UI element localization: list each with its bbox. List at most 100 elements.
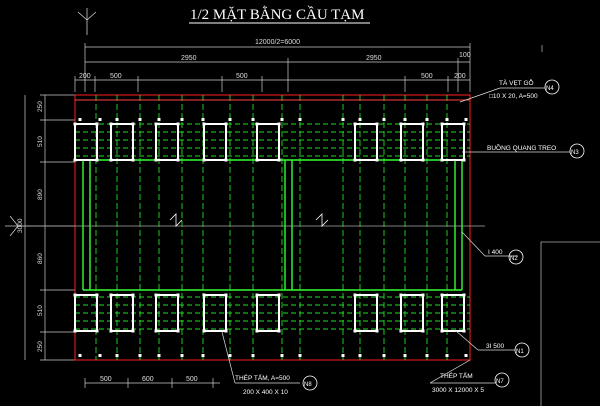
dim-span-left: 2950 bbox=[181, 55, 197, 62]
pile-cap-corner bbox=[375, 293, 379, 297]
pile-cap bbox=[110, 123, 134, 161]
pile-cap-corner bbox=[375, 158, 379, 162]
pile-cap bbox=[203, 294, 227, 332]
edge-post bbox=[382, 354, 386, 357]
callout-n4-tag: N4 bbox=[546, 86, 554, 92]
edge-post bbox=[228, 354, 232, 357]
pile-cap-corner bbox=[255, 122, 259, 126]
callout-n3-circle bbox=[569, 143, 585, 159]
callout-n8-circle bbox=[302, 375, 318, 391]
pile-cap-corner bbox=[353, 122, 357, 126]
pile-cap-corner bbox=[399, 122, 403, 126]
pile-cap-corner bbox=[353, 329, 357, 333]
edge-post bbox=[358, 354, 362, 357]
pile-cap bbox=[74, 123, 98, 161]
edge-post bbox=[382, 118, 386, 121]
pile-cap-corner bbox=[277, 122, 281, 126]
dim-left-4: 860 bbox=[37, 253, 44, 264]
dim-left-6: 250 bbox=[37, 341, 44, 352]
pile-cap-corner bbox=[131, 329, 135, 333]
edge-post bbox=[138, 118, 142, 121]
edge-post bbox=[201, 354, 205, 357]
pile-cap bbox=[110, 294, 134, 332]
dimension-lines-top bbox=[74, 43, 471, 92]
pile-cap-corner bbox=[202, 158, 206, 162]
edge-post bbox=[157, 118, 161, 121]
callout-n3-tag: N3 bbox=[571, 150, 579, 156]
edge-post bbox=[78, 118, 82, 121]
dim-left-1: 510 bbox=[37, 136, 44, 147]
edge-post bbox=[403, 354, 407, 357]
edge-post bbox=[358, 118, 362, 121]
deck-outline bbox=[74, 94, 471, 361]
dim-span-right: 2950 bbox=[366, 55, 382, 62]
edge-post bbox=[115, 354, 119, 357]
pile-cap-corner bbox=[255, 329, 259, 333]
pile-cap-corner bbox=[95, 329, 99, 333]
edge-post bbox=[425, 354, 429, 357]
pile-cap bbox=[354, 123, 378, 161]
pile-cap-corner bbox=[202, 329, 206, 333]
dimension-lines-left bbox=[20, 94, 75, 361]
edge-post bbox=[445, 354, 449, 357]
pile-cap bbox=[441, 294, 465, 332]
pile-cap-corner bbox=[73, 329, 77, 333]
dim-bottom-2: 500 bbox=[186, 376, 198, 383]
dim-left-5: 510 bbox=[37, 305, 44, 316]
pile-cap-corner bbox=[224, 158, 228, 162]
pile-cap-corner bbox=[399, 293, 403, 297]
edge-post bbox=[445, 118, 449, 121]
callout-n8-tag: N8 bbox=[304, 382, 312, 388]
callout-n4-label: TÀ VẸT GỖ bbox=[499, 78, 534, 87]
pile-cap-corner bbox=[353, 158, 357, 162]
edge-post bbox=[280, 118, 284, 121]
pile-cap bbox=[256, 123, 280, 161]
edge-post bbox=[180, 118, 184, 121]
edge-post bbox=[464, 118, 468, 121]
pile-cap-corner bbox=[224, 293, 228, 297]
pile-cap-corner bbox=[109, 329, 113, 333]
callout-leaders bbox=[221, 87, 570, 384]
pile-cap-corner bbox=[131, 293, 135, 297]
pile-cap-corner bbox=[154, 158, 158, 162]
sheet-frame bbox=[540, 45, 600, 406]
edge-post bbox=[98, 118, 102, 121]
pile-cap-corner bbox=[176, 329, 180, 333]
pile-cap bbox=[400, 123, 424, 161]
callout-n4-spec: □10 X 20, A=500 bbox=[489, 93, 538, 100]
callout-n7-label: THÉP TẤM bbox=[440, 370, 473, 380]
axis-marker-icon bbox=[77, 8, 97, 35]
edge-post bbox=[403, 118, 407, 121]
pile-cap-corner bbox=[421, 329, 425, 333]
pile-cap-corner bbox=[202, 122, 206, 126]
pile-cap-corner bbox=[462, 293, 466, 297]
pile-cap-corner bbox=[375, 122, 379, 126]
pile-cap-corner bbox=[224, 122, 228, 126]
edge-post bbox=[280, 354, 284, 357]
dim-left-2: 890 bbox=[37, 189, 44, 200]
pile-cap-corner bbox=[73, 158, 77, 162]
dim-top-3: 500 bbox=[421, 73, 433, 80]
pile-cap-corner bbox=[462, 329, 466, 333]
pile-caps bbox=[73, 118, 468, 357]
dim-overall: 12000/2=6000 bbox=[255, 39, 300, 46]
steel-beams-vertical bbox=[95, 95, 448, 360]
pile-cap bbox=[400, 294, 424, 332]
pile-cap-corner bbox=[202, 293, 206, 297]
pile-cap bbox=[354, 294, 378, 332]
callout-n7-tag: N7 bbox=[496, 379, 504, 385]
edge-post bbox=[341, 354, 345, 357]
callout-n7-spec: 3000 X 12000 X 5 bbox=[432, 387, 484, 394]
pile-cap-corner bbox=[421, 122, 425, 126]
edge-post bbox=[298, 354, 302, 357]
callout-n1-circle bbox=[514, 342, 530, 358]
edge-post bbox=[78, 354, 82, 357]
pile-cap-corner bbox=[176, 158, 180, 162]
dim-edge-100: 100 bbox=[459, 52, 471, 59]
pile-cap-corner bbox=[224, 329, 228, 333]
dim-left-0: 250 bbox=[37, 101, 44, 112]
pile-cap-corner bbox=[462, 158, 466, 162]
steel-beams-horizontal bbox=[75, 123, 470, 330]
callout-n2-circle bbox=[508, 249, 524, 265]
pile-cap-corner bbox=[462, 122, 466, 126]
